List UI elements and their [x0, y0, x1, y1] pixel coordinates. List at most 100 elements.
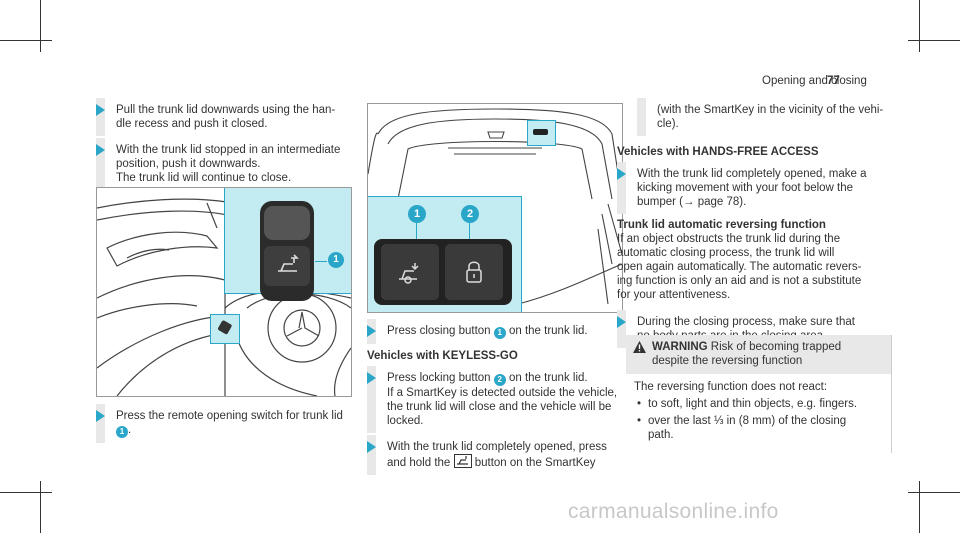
page-number: 77 — [827, 75, 840, 87]
para-line: ing function is only an aid and is not a… — [617, 275, 862, 287]
step-text-end: . — [128, 424, 132, 436]
crop-mark — [919, 481, 920, 533]
step-arrow-icon — [96, 104, 105, 116]
step-text: The trunk lid will continue to close. — [116, 172, 292, 184]
crop-mark — [908, 40, 960, 41]
step-arrow-icon — [96, 410, 105, 422]
switch-upper — [264, 206, 310, 240]
sensor — [533, 129, 548, 135]
step-text: With the trunk lid stopped in an interme… — [116, 144, 341, 156]
bullet-text: over the last ⅓ in (8 mm) of the closing — [648, 415, 847, 427]
callout-line — [315, 261, 327, 262]
step-text: With the trunk lid completely opened, pr… — [387, 441, 607, 453]
switch-lower — [264, 246, 310, 286]
step-text: kicking movement with your foot below th… — [637, 182, 854, 194]
callout-badge-2: 2 — [461, 205, 479, 223]
figure-trunk-buttons: 1 2 — [367, 103, 623, 313]
step-text: locked. — [387, 415, 424, 427]
paragraph: If an object obstructs the trunk lid dur… — [617, 232, 902, 302]
warning-body: The reversing function does not react: t… — [626, 374, 891, 448]
remote-switch-icon — [218, 320, 232, 335]
warning-title-line2: despite the reversing function — [652, 355, 803, 367]
inline-badge: 2 — [493, 374, 506, 386]
step-text: position, push it downwards. — [116, 158, 261, 170]
trunk-symbol-icon — [453, 454, 472, 468]
bullet-text: to soft, light and thin objects, e.g. fi… — [648, 398, 858, 410]
warning-label: WARNING — [652, 341, 708, 353]
step-text: bumper (→ page 78). — [637, 196, 747, 208]
para-line: If an object obstructs the trunk lid dur… — [617, 233, 841, 245]
step-text-part: and hold the — [387, 457, 454, 469]
column-1: Pull the trunk lid downwards using the h… — [96, 98, 351, 194]
step-text-part: on the trunk lid. — [505, 372, 588, 384]
step-text: the trunk lid will close and the vehicle… — [387, 401, 612, 413]
step-arrow-icon — [617, 168, 626, 180]
trunk-close-icon — [399, 263, 419, 284]
crop-mark — [0, 492, 52, 493]
step-text: During the closing process, make sure th… — [637, 316, 855, 328]
warning-header: WARNING Risk of becoming trapped despite… — [626, 335, 891, 374]
warning-title-text: Risk of becoming trapped — [707, 341, 842, 353]
step-text-part: on the trunk lid. — [505, 325, 588, 337]
inline-badge: 1 — [493, 327, 506, 339]
instruction-step: Press the remote opening switch for trun… — [96, 404, 356, 443]
step-text: If a SmartKey is detected outside the ve… — [387, 387, 618, 399]
callout-badge-1: 1 — [328, 252, 344, 268]
section-heading: Vehicles with KEYLESS-GO — [367, 350, 518, 362]
step-text: 1. — [116, 423, 356, 438]
closing-button — [381, 244, 439, 300]
step-text-part: Press locking button — [387, 372, 494, 384]
step-text: Press the remote opening switch for trun… — [116, 410, 343, 422]
zoom-inset: 1 2 — [368, 196, 522, 312]
trunk-open-icon — [278, 254, 299, 272]
instruction-step: Press locking button 2 on the trunk lid.… — [367, 366, 629, 433]
para-line: automatic closing process, the trunk lid… — [617, 247, 835, 259]
instruction-step: With the trunk lid stopped in an interme… — [96, 138, 351, 190]
instruction-step: Pull the trunk lid downwards using the h… — [96, 98, 351, 136]
step-text: (with the SmartKey in the vicinity of th… — [657, 104, 884, 116]
instruction-step: With the trunk lid completely opened, ma… — [617, 162, 902, 214]
zoom-inset: 1 — [224, 188, 351, 301]
step-text: Press locking button 2 on the trunk lid. — [387, 371, 629, 386]
column-2: Press closing button 1 on the trunk lid.… — [367, 319, 629, 479]
watermark: carmanualsonline.info — [568, 500, 779, 523]
instruction-step-continued: (with the SmartKey in the vicinity of th… — [637, 98, 902, 136]
figure-door-switch: 1 — [96, 187, 352, 397]
step-arrow-icon — [617, 316, 626, 328]
section-heading: Trunk lid automatic reversing function — [617, 219, 826, 231]
sensor-highlight — [527, 120, 556, 146]
step-text: Press closing button 1 on the trunk lid. — [387, 324, 629, 339]
step-text: With the trunk lid completely opened, ma… — [637, 168, 867, 180]
step-text: cle). — [657, 118, 679, 130]
crop-mark — [908, 492, 960, 493]
callout-line — [469, 223, 470, 239]
instruction-step: Press closing button 1 on the trunk lid. — [367, 319, 629, 344]
column-3-body: Vehicles with HANDS-FREE ACCESS With the… — [617, 137, 902, 352]
callout-line — [416, 223, 417, 239]
locking-button — [445, 244, 503, 300]
trunk-lid-illustration — [368, 108, 622, 305]
step-text: and hold the button on the SmartKey — [387, 454, 629, 470]
para-line: for your attentiveness. — [617, 289, 731, 301]
warning-intro: The reversing function does not react: — [634, 381, 828, 393]
step-text-part: button on the SmartKey — [471, 457, 596, 469]
warning-bullet: over the last ⅓ in (8 mm) of the closing… — [634, 414, 883, 442]
warning-title: WARNING Risk of becoming trapped — [652, 340, 883, 354]
inline-badge: 1 — [116, 426, 128, 438]
crop-mark — [919, 0, 920, 52]
section-title: Opening and closing — [762, 75, 867, 87]
step-text: Pull the trunk lid downwards using the h… — [116, 104, 336, 116]
door-panel-illustration — [97, 198, 351, 396]
lock-icon — [466, 261, 482, 283]
crop-mark — [0, 40, 52, 41]
step-arrow-icon — [367, 325, 376, 337]
warning-bullet: to soft, light and thin objects, e.g. fi… — [634, 397, 883, 411]
column-1-lower: Press the remote opening switch for trun… — [96, 404, 356, 447]
step-text-part: Press closing button — [387, 325, 494, 337]
step-arrow-icon — [96, 144, 105, 156]
bullet-text: path. — [648, 429, 674, 441]
para-line: open again automatically. The automatic … — [617, 261, 862, 273]
section-heading: Vehicles with HANDS-FREE ACCESS — [617, 146, 819, 158]
warning-box: WARNING Risk of becoming trapped despite… — [626, 335, 892, 453]
step-text: dle recess and push it closed. — [116, 118, 268, 130]
